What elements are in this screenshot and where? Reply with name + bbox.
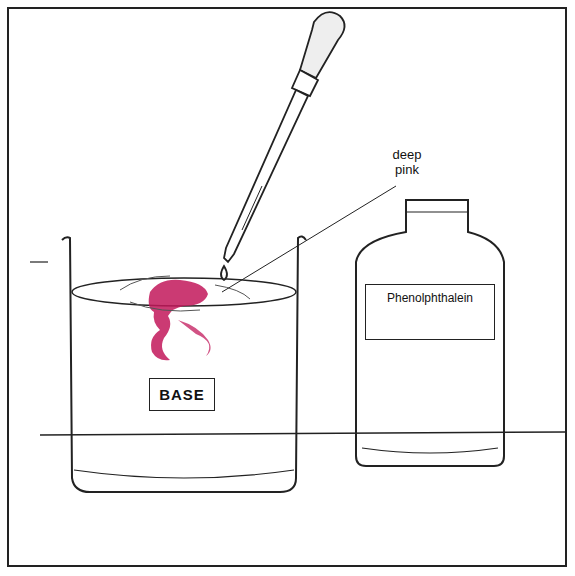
bottle (356, 200, 504, 466)
bottle-label: Phenolphthalein (365, 284, 495, 340)
beaker (62, 236, 306, 492)
callout-label: deep pink (384, 148, 430, 178)
node-text: Phenolphthalein (387, 291, 473, 305)
wall-mark (30, 261, 48, 262)
beaker-label: BASE (149, 378, 215, 411)
leader-line (222, 186, 396, 292)
dropper (221, 12, 345, 280)
table-edge (40, 432, 566, 435)
pink-swirl (120, 276, 250, 360)
frame (8, 8, 566, 566)
node-text: BASE (159, 386, 205, 403)
